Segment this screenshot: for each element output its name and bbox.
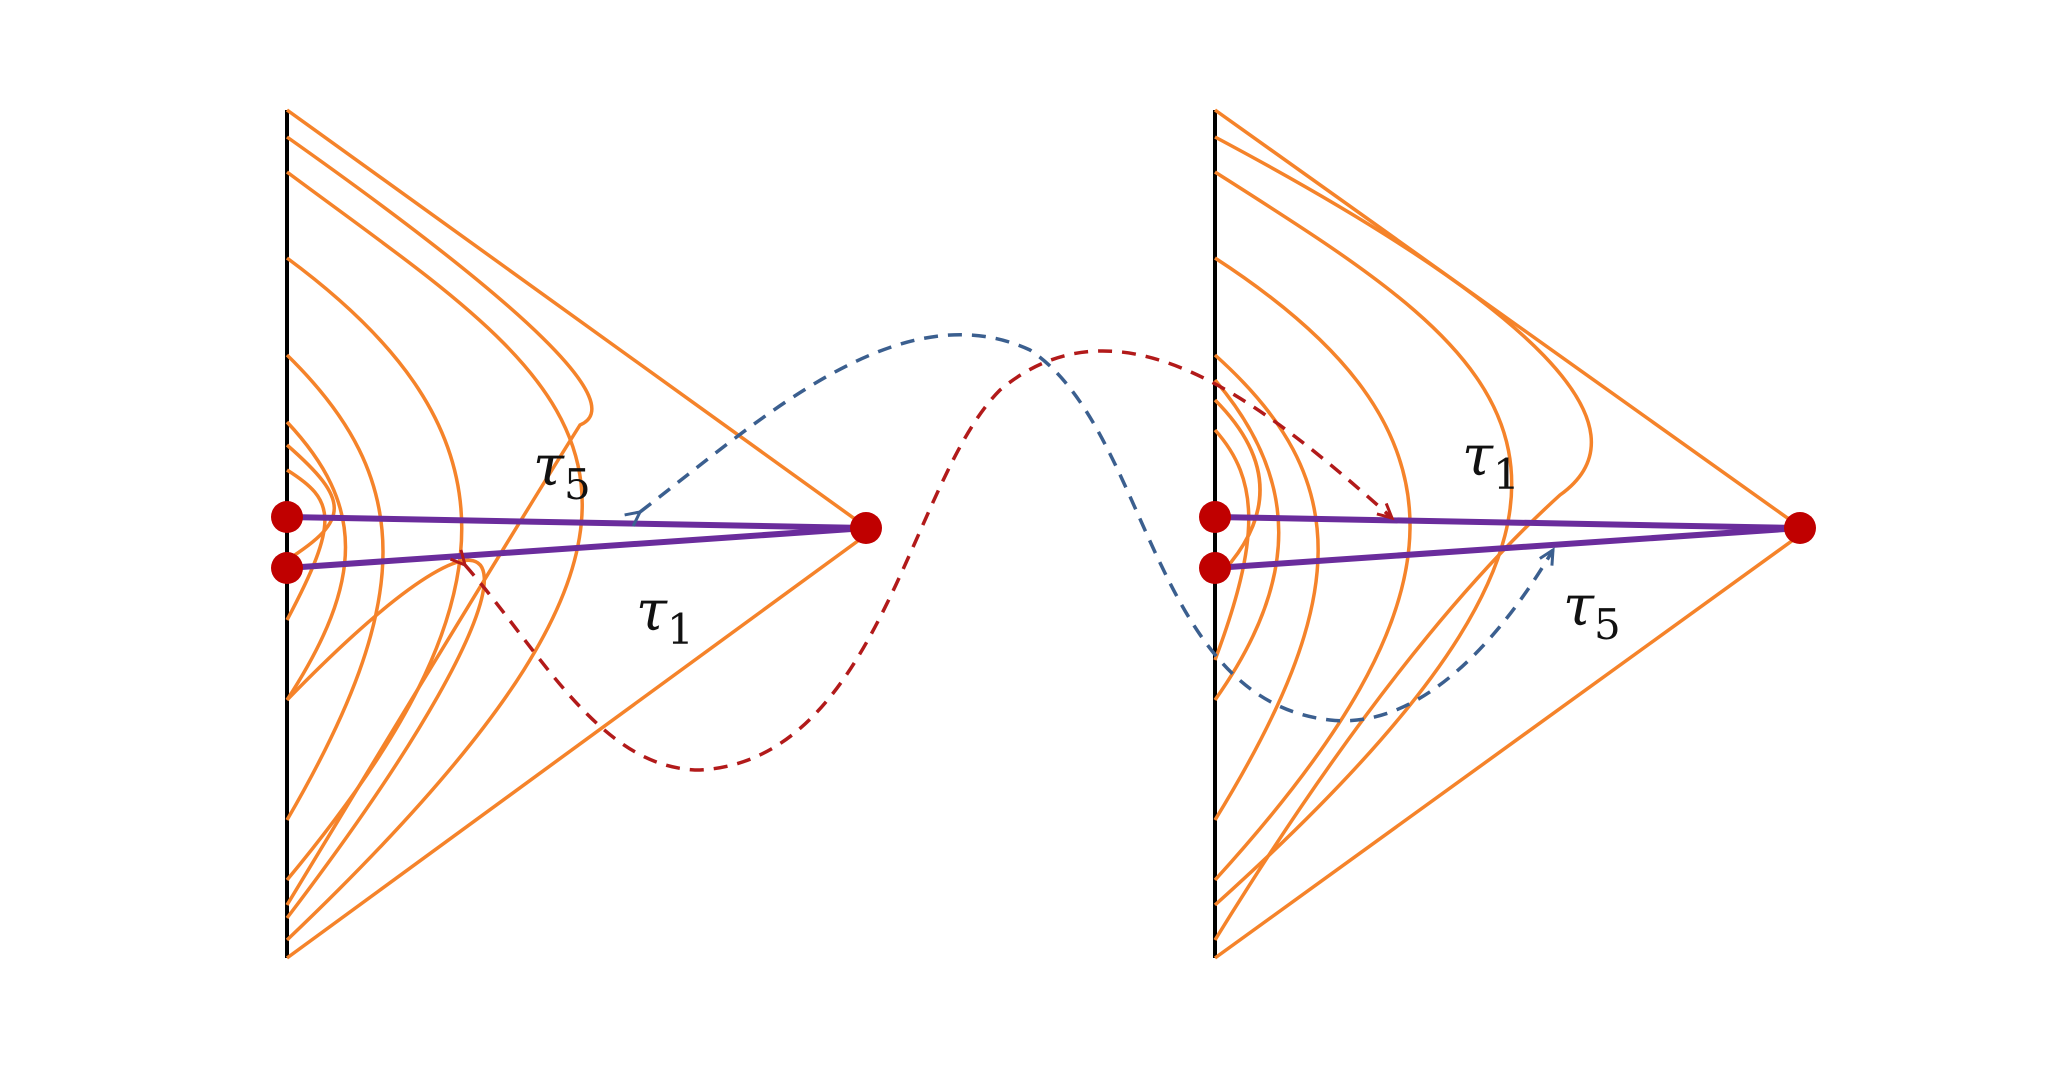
right-curve-2 (1213, 170, 1514, 907)
left-segment-top (286, 514, 867, 531)
right-curve-4 (1213, 353, 1320, 821)
left-point-tip (850, 512, 882, 544)
left-curve-5 (285, 420, 348, 701)
right-panel: τ1 τ5 (1199, 108, 1816, 960)
left-curve-2 (285, 170, 584, 942)
left-curve-4 (285, 353, 385, 821)
right-curve-1 (1213, 135, 1594, 941)
left-panel: τ5 τ1 (271, 108, 882, 960)
right-outer-boundary-bottom (1213, 533, 1802, 960)
right-curve-6 (1213, 398, 1262, 582)
left-point-top (271, 501, 303, 533)
right-point-top (1199, 501, 1231, 533)
blue-dashed-arrow (624, 332, 1555, 723)
right-point-bottom (1199, 552, 1231, 584)
right-segment-bottom (1214, 525, 1801, 571)
right-point-tip (1784, 512, 1816, 544)
left-curve-8 (285, 558, 487, 920)
red-dashed-arrow (449, 349, 1395, 772)
left-label-bottom: τ1 (636, 579, 694, 654)
right-label-top: τ1 (1462, 424, 1520, 499)
left-curve-6 (285, 443, 336, 562)
left-label-top: τ5 (533, 434, 591, 509)
left-point-bottom (271, 552, 303, 584)
left-outer-boundary-bottom (285, 533, 868, 960)
left-outer-boundary-top (285, 108, 868, 529)
right-outer-boundary-top (1213, 108, 1802, 529)
left-segment-bottom (286, 525, 867, 571)
right-label-bottom: τ5 (1563, 574, 1621, 649)
